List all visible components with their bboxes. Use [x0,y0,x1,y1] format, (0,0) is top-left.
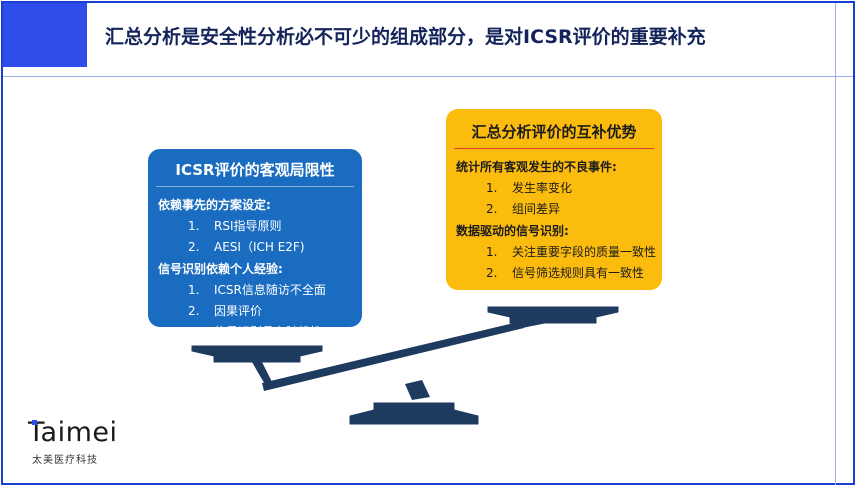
list-item: 1.RSI指导原则 [188,219,282,233]
scale-base [349,402,479,425]
list-item: 2.AESI（ICH E2F) [188,240,305,254]
header-divider [3,76,853,77]
list-item: 2.因果评价 [188,304,263,318]
list-item: 2.信号筛选规则具有一致性 [486,266,645,280]
list-item: 1.关注重要字段的质量一致性 [486,245,657,259]
list-item: 1.ICSR信息随访不全面 [188,283,326,297]
list-item: 2.组间差异 [486,202,561,216]
logo-wordmark: Taimei [28,417,118,448]
accent-square [3,3,87,67]
card-body: 统计所有客观发生的不良事件: 1.发生率变化 2.组间差异 数据驱动的信号识别:… [456,156,656,284]
card-title: 汇总分析评价的互补优势 [471,123,637,141]
section-label: 数据驱动的信号识别: [456,224,569,238]
list-item: 3.信号识别具有随机性 [188,325,323,339]
company-logo: Taimei 太美医疗科技 [28,417,118,467]
slide-title: 汇总分析是安全性分析必不可少的组成部分，是对ICSR评价的重要补充 [105,26,706,48]
section-label: 统计所有客观发生的不良事件: [456,160,617,174]
card-title-divider [156,186,354,187]
card-body: 依赖事先的方案设定: 1.RSI指导原则 2.AESI（ICH E2F) 信号识… [158,194,356,343]
card-title: ICSR评价的客观局限性 [175,161,335,179]
icsr-limitations-card: ICSR评价的客观局限性 依赖事先的方案设定: 1.RSI指导原则 2.AESI… [148,149,362,339]
card-title-divider [454,148,654,149]
scale-beam [262,321,524,391]
list-item: 1.发生率变化 [486,181,573,195]
right-guide-line [835,3,836,485]
left-pan [191,345,323,363]
pivot-post [405,380,430,400]
right-pan [487,306,619,324]
logo-accent-dot [32,420,37,425]
logo-subtitle: 太美医疗科技 [32,455,98,466]
aggregate-advantages-card: 汇总分析评价的互补优势 统计所有客观发生的不良事件: 1.发生率变化 2.组间差… [446,109,662,290]
section-label: 依赖事先的方案设定: [158,198,271,212]
section-label: 信号识别依赖个人经验: [158,262,283,276]
